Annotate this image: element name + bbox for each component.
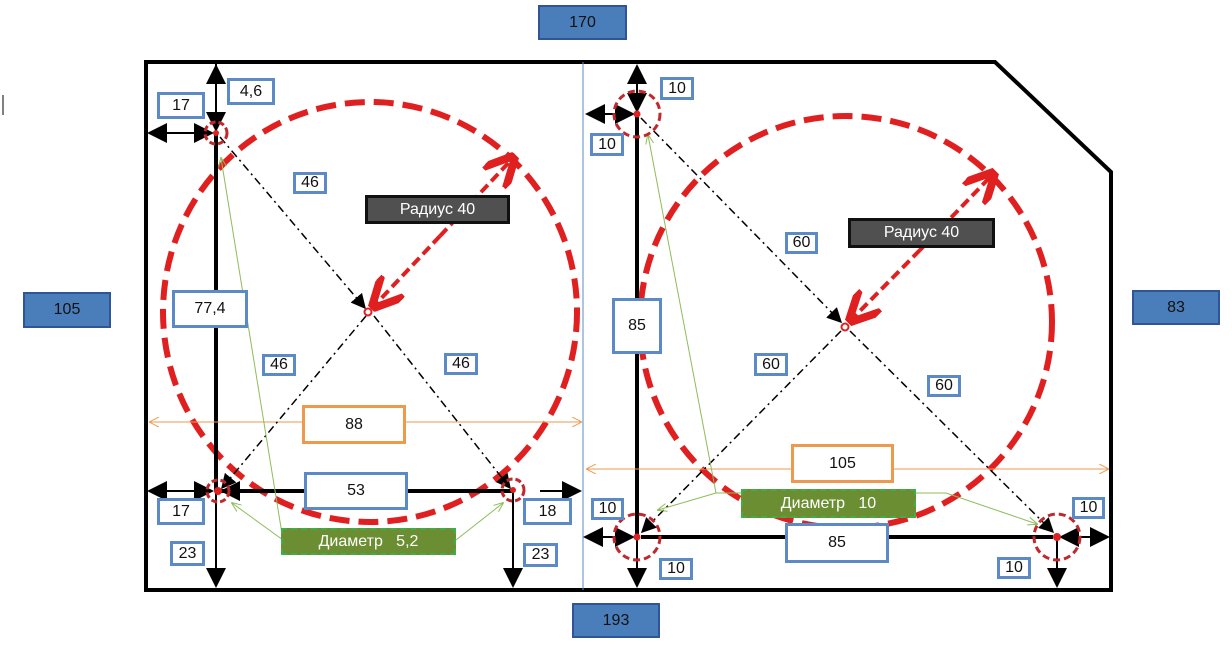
dim-label: 85 <box>612 298 662 354</box>
dim-label: 46 <box>444 353 478 375</box>
dim-label: 46 <box>262 354 296 376</box>
width-label: 88 <box>302 405 406 444</box>
left-large-circle <box>160 99 580 525</box>
center-point <box>363 307 373 317</box>
hole-marker <box>500 477 526 503</box>
center-point <box>840 322 850 332</box>
radius-label: Радиус 40 <box>365 195 510 224</box>
dim-label: 18 <box>523 498 572 525</box>
dim-label: 60 <box>785 232 818 254</box>
dim-label: 46 <box>293 172 327 194</box>
dim-label: 10 <box>590 133 624 156</box>
diameter-label: Диаметр 5,2 <box>281 528 456 555</box>
total-height-left: 105 <box>23 292 111 328</box>
dim-label: 10 <box>997 557 1031 579</box>
dim-label: 60 <box>927 375 961 397</box>
dim-label: 10 <box>660 77 694 100</box>
total-height-right: 83 <box>1132 290 1220 325</box>
dim-label: 10 <box>591 498 624 520</box>
dim-label: 60 <box>754 353 788 376</box>
hole-marker <box>1032 512 1082 562</box>
total-width-bottom: 193 <box>572 603 660 638</box>
radius-label: Радиус 40 <box>848 218 995 248</box>
panel-outline <box>144 60 1113 592</box>
dim-label: 23 <box>170 541 205 566</box>
dim-label: 17 <box>157 92 205 119</box>
dim-label: 77,4 <box>172 290 248 328</box>
dim-label: 17 <box>157 498 205 525</box>
diameter-label: Диаметр 10 <box>741 489 916 518</box>
dim-label: 10 <box>1072 497 1105 519</box>
hole-marker <box>612 89 662 139</box>
hole-marker <box>612 512 662 562</box>
width-label: 105 <box>791 444 894 483</box>
hole-marker <box>203 120 229 146</box>
dim-label: 4,6 <box>227 78 275 105</box>
dim-label: 10 <box>659 558 693 580</box>
total-width-top: 170 <box>538 5 627 40</box>
dim-label: 23 <box>523 543 558 567</box>
dim-label: 53 <box>304 472 408 510</box>
hole-marker <box>205 478 231 504</box>
dim-label: 85 <box>785 523 889 563</box>
